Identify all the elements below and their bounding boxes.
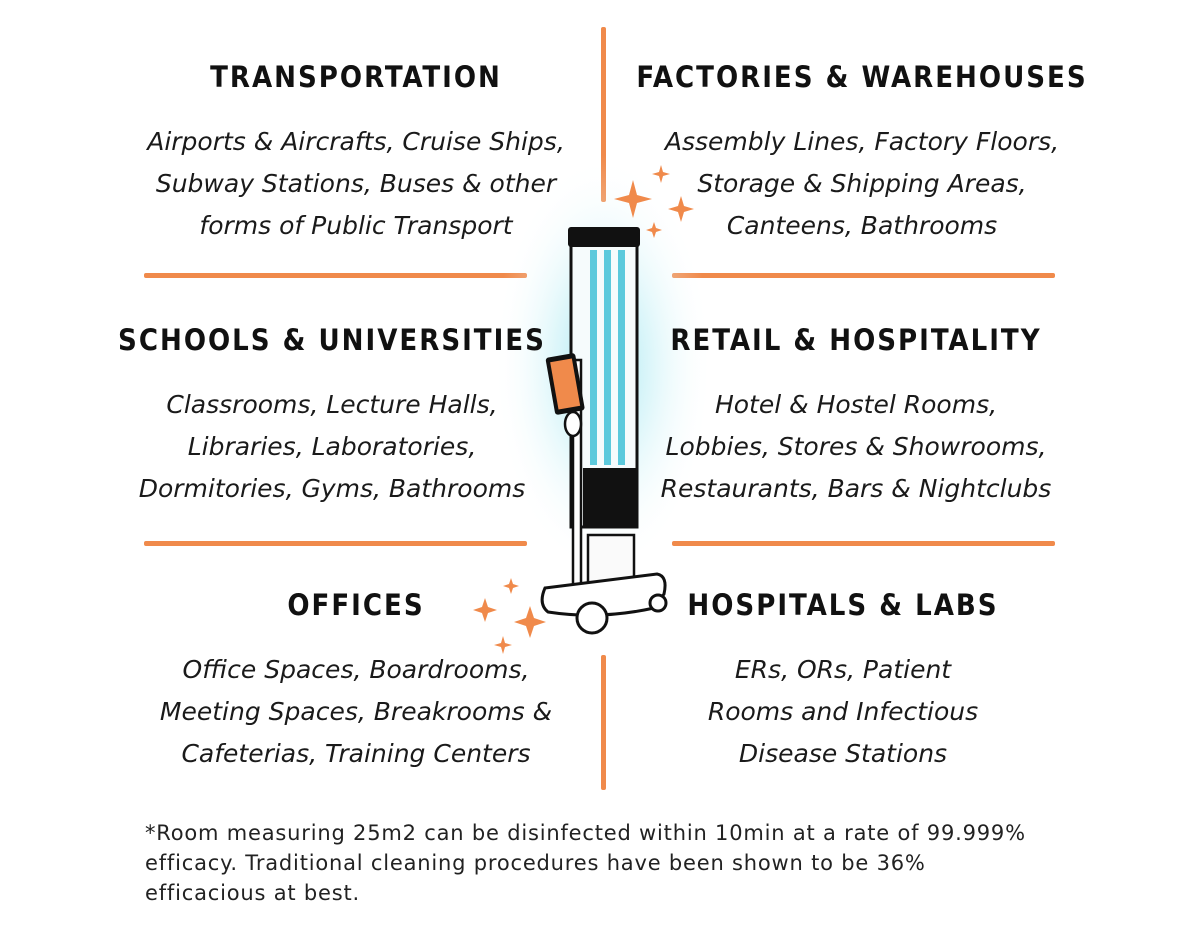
description-line: Classrooms, Lecture Halls, — [166, 390, 498, 419]
footnote: *Room measuring 25m2 can be disinfected … — [145, 818, 1075, 908]
vertical-divider-top — [601, 27, 606, 202]
section-offices: OFFICES Office Spaces, Boardrooms, Meeti… — [130, 588, 582, 775]
sparkle-icon — [473, 578, 546, 654]
description-line: forms of Public Transport — [199, 211, 513, 240]
description-line: Rooms and Infectious — [707, 697, 979, 726]
description-line: Disease Stations — [738, 739, 948, 768]
robot-sensor — [563, 410, 583, 438]
uv-tube-3 — [618, 250, 625, 465]
robot-wheel-front — [575, 601, 609, 635]
robot-wheel-back — [648, 593, 668, 613]
description-line: Meeting Spaces, Breakrooms & — [159, 697, 553, 726]
section-schools-universities: SCHOOLS & UNIVERSITIES Classrooms, Lectu… — [106, 323, 558, 510]
description-line: Airports & Aircrafts, Cruise Ships, — [147, 127, 565, 156]
horizontal-divider-left-1 — [144, 273, 527, 278]
uv-tube-2 — [604, 250, 611, 465]
description-line: Libraries, Laboratories, — [187, 432, 477, 461]
robot-base-band — [583, 468, 637, 528]
section-retail-hospitality: RETAIL & HOSPITALITY Hotel & Hostel Room… — [630, 323, 1082, 510]
robot-top-cap — [568, 227, 640, 247]
vertical-divider-bottom — [601, 655, 606, 790]
robot-base — [540, 572, 667, 617]
footnote-line: *Room measuring 25m2 can be disinfected … — [145, 821, 1026, 845]
uv-tube-1 — [590, 250, 597, 465]
description-line: Dormitories, Gyms, Bathrooms — [138, 474, 526, 503]
sparkle-icon — [614, 165, 694, 238]
footnote-line: efficacious at best. — [145, 881, 360, 905]
robot-tablet-screen — [550, 358, 581, 410]
section-heading: HOSPITALS & LABS — [687, 588, 999, 622]
description-line: Subway Stations, Buses & other — [155, 169, 557, 198]
description-line: Assembly Lines, Factory Floors, — [664, 127, 1060, 156]
section-heading: TRANSPORTATION — [210, 60, 502, 94]
section-heading: FACTORIES & WAREHOUSES — [636, 60, 1088, 94]
horizontal-divider-right-1 — [672, 273, 1055, 278]
section-factories-warehouses: FACTORIES & WAREHOUSES Assembly Lines, F… — [636, 60, 1088, 247]
section-hospitals-labs: HOSPITALS & LABS ERs, ORs, Patient Rooms… — [617, 588, 1069, 775]
section-heading: SCHOOLS & UNIVERSITIES — [118, 323, 546, 357]
section-description: Office Spaces, Boardrooms, Meeting Space… — [130, 649, 582, 775]
horizontal-divider-left-2 — [144, 541, 527, 546]
section-heading: RETAIL & HOSPITALITY — [670, 323, 1042, 357]
description-line: Office Spaces, Boardrooms, — [182, 655, 530, 684]
description-line: Canteens, Bathrooms — [726, 211, 998, 240]
description-line: Hotel & Hostel Rooms, — [714, 390, 998, 419]
section-description: Hotel & Hostel Rooms, Lobbies, Stores & … — [630, 384, 1082, 510]
description-line: Storage & Shipping Areas, — [697, 169, 1027, 198]
section-description: Airports & Aircrafts, Cruise Ships, Subw… — [130, 121, 582, 247]
description-line: Cafeterias, Training Centers — [181, 739, 531, 768]
section-heading: OFFICES — [287, 588, 425, 622]
section-description: ERs, ORs, Patient Rooms and Infectious D… — [617, 649, 1069, 775]
section-transportation: TRANSPORTATION Airports & Aircrafts, Cru… — [130, 60, 582, 247]
section-description: Classrooms, Lecture Halls, Libraries, La… — [106, 384, 558, 510]
section-description: Assembly Lines, Factory Floors, Storage … — [636, 121, 1088, 247]
horizontal-divider-right-2 — [672, 541, 1055, 546]
description-line: Restaurants, Bars & Nightclubs — [660, 474, 1052, 503]
description-line: ERs, ORs, Patient — [734, 655, 952, 684]
description-line: Lobbies, Stores & Showrooms, — [665, 432, 1047, 461]
footnote-line: efficacy. Traditional cleaning procedure… — [145, 851, 926, 875]
